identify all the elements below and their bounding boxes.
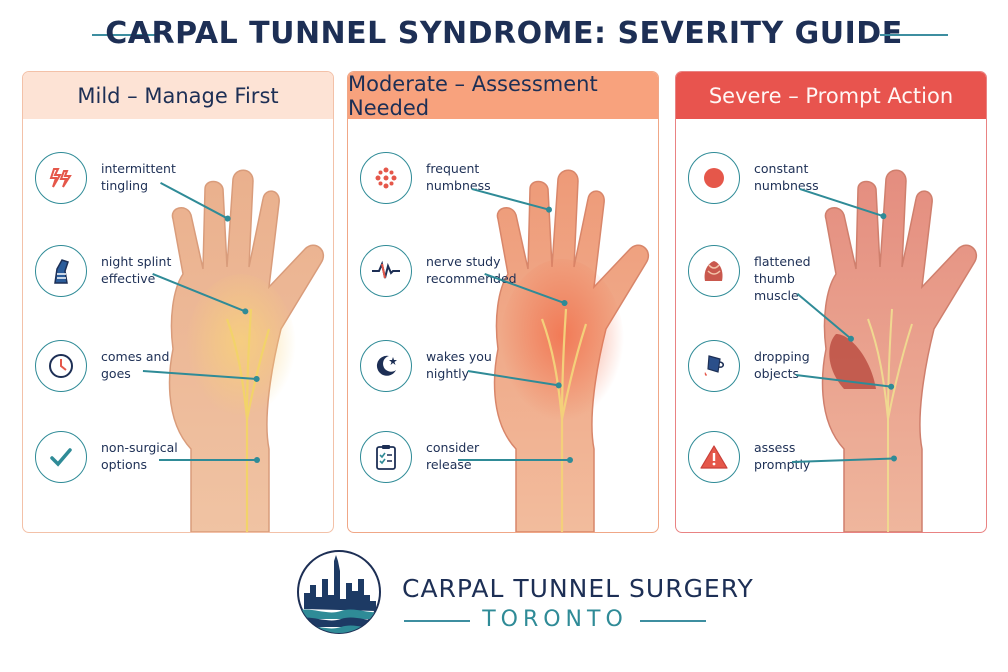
symptom-item: nerve study recommended [360, 245, 650, 304]
panel-heading: Moderate – Assessment Needed [348, 72, 658, 120]
clipboard-checklist-icon [360, 431, 412, 483]
title-rule-left [92, 34, 157, 36]
thumb-muscle-icon [688, 245, 740, 297]
dropping-cup-icon [688, 340, 740, 392]
brand-rule-right [640, 620, 706, 622]
page-title: CARPAL TUNNEL SYNDROME: SEVERITY GUIDE [105, 16, 903, 51]
panel-mild: Mild – Manage First intermittent tinglin… [22, 71, 334, 533]
red-dot-icon [688, 152, 740, 204]
lightning-bolts-icon [35, 152, 87, 204]
wrist-splint-icon [35, 245, 87, 297]
symptom-item: consider release [360, 431, 650, 487]
nerve-signal-icon [360, 245, 412, 297]
brand-logo [297, 550, 381, 634]
numbness-dots-icon [360, 152, 412, 204]
symptom-item: flattened thumb muscle [688, 245, 978, 340]
symptom-item: dropping objects [688, 340, 978, 396]
symptom-item: intermittent tingling [35, 152, 325, 220]
hand-illustration [493, 169, 650, 532]
panel-heading: Severe – Prompt Action [676, 72, 986, 119]
clock-icon [35, 340, 87, 392]
panel-moderate: Moderate – Assessment Needed frequent nu… [347, 71, 659, 533]
title-rule-right [880, 34, 948, 36]
hand-illustration [168, 169, 325, 532]
title-bar: CARPAL TUNNEL SYNDROME: SEVERITY GUIDE [0, 12, 1008, 56]
symptom-item: wakes you nightly [360, 340, 650, 396]
symptom-item: constant numbness [688, 152, 978, 217]
symptom-item: non-surgical options [35, 431, 325, 487]
symptom-item: assess promptly [688, 431, 978, 487]
brand-rule-left [404, 620, 470, 622]
checkmark-icon [35, 431, 87, 483]
brand-name: CARPAL TUNNEL SURGERY [402, 574, 754, 603]
symptom-item: comes and goes [35, 340, 325, 396]
warning-triangle-icon [688, 431, 740, 483]
hand-illustration [821, 169, 978, 532]
panel-heading: Mild – Manage First [23, 72, 333, 119]
symptom-item: frequent numbness [360, 152, 650, 211]
brand-location: TORONTO [482, 607, 628, 632]
symptom-item: night splint effective [35, 245, 325, 312]
moon-star-icon [360, 340, 412, 392]
panel-severe: Severe – Prompt Action constant numbness… [675, 71, 987, 533]
